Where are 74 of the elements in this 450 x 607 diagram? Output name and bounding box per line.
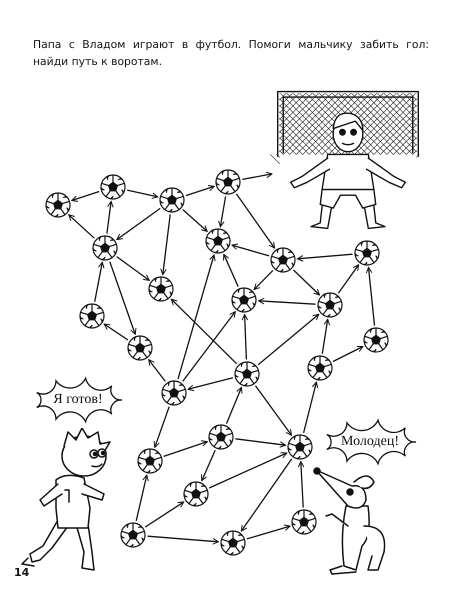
soccer-ball-icon [161,380,187,406]
arrow [188,377,234,392]
arrow [223,254,239,287]
speech-text: Молодец! [340,434,400,450]
arrow [177,254,216,380]
arrow [236,194,276,249]
arrow [144,501,184,528]
page-number: 14 [14,566,30,579]
arrow [240,458,292,532]
soccer-ball-icon [234,361,260,387]
arrow [258,314,320,366]
arrow [127,189,158,199]
arrow [170,298,238,364]
arrow [332,346,364,362]
arrow [246,524,291,540]
arrow [147,536,219,545]
soccer-ball-icon [205,228,231,254]
arrow [322,318,330,354]
instruction-text: Папа с Владом играют в футбол. Помоги мальчику забить гол: найди путь к воротам. [33,37,429,70]
arrow [182,311,236,382]
arrow [116,256,150,281]
soccer-ball-icon [120,522,146,548]
arrow [226,386,242,424]
soccer-ball-icon [100,174,126,200]
soccer-ball-icon [183,481,209,507]
arrow [208,452,288,489]
arrow [302,382,318,434]
arrow [293,270,320,296]
arrow [164,440,208,458]
arrow [116,208,161,240]
arrow [71,190,100,202]
arrow [254,385,292,436]
soccer-ball-icon [220,530,246,556]
arrow [160,214,171,276]
arrow [218,196,226,228]
soccer-ball-icon [317,292,343,318]
arrow [148,359,166,382]
arrow [338,264,360,294]
arrow [68,214,95,239]
soccer-ball-icon [231,287,257,313]
arrow [186,184,215,196]
arrow [258,298,316,305]
speech-text: Я готов! [52,392,104,408]
arrow [104,323,128,341]
arrow [242,314,248,360]
soccer-ball-icon [127,335,153,361]
soccer-ball-icon [354,240,380,266]
arrow [201,450,216,482]
soccer-ball-icon [92,235,118,261]
soccer-ball-icon [291,509,317,535]
soccer-ball-icon [363,327,389,353]
arrow [242,172,272,180]
arrow [235,438,286,448]
arrow [298,461,304,508]
arrow [136,474,149,522]
soccer-ball-icon [45,192,71,218]
soccer-ball-icon [270,247,296,273]
arrow [154,406,170,448]
arrow [106,200,114,234]
soccer-ball-icon [287,434,313,460]
soccer-ball-icon [159,187,185,213]
arrow [94,262,104,302]
soccer-ball-icon [137,448,163,474]
arrow [296,254,353,262]
arrow [254,270,274,290]
arrow [366,266,376,326]
soccer-ball-icon [215,169,241,195]
soccer-ball-icon [307,355,333,381]
arrow [109,261,136,335]
soccer-ball-icon [148,276,174,302]
soccer-ball-icon [208,424,234,450]
arrow [231,243,270,257]
arrow [182,209,208,232]
soccer-ball-icon [79,303,105,329]
